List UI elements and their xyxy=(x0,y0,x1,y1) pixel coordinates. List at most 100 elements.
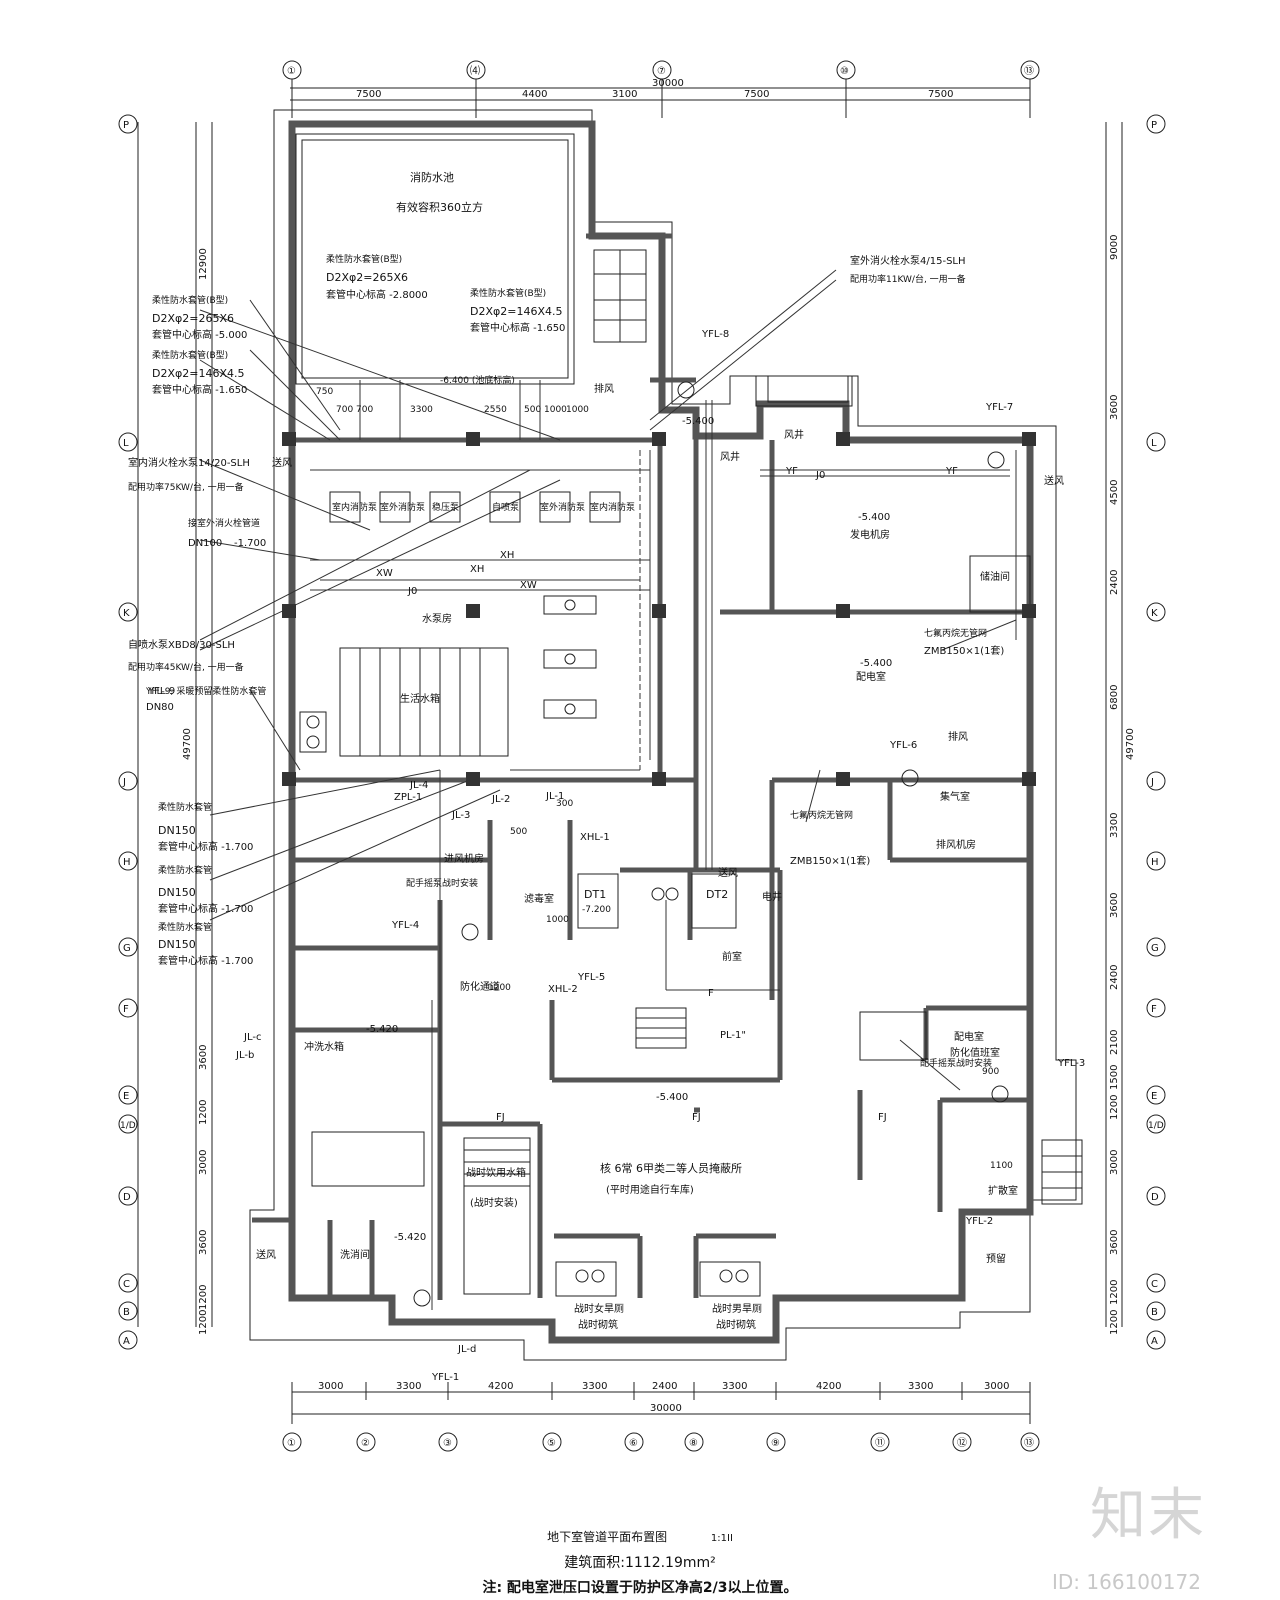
room-supply-1: 送风 xyxy=(272,456,292,469)
room-reserve: 预留 xyxy=(986,1252,1006,1265)
axis-right: E xyxy=(1151,1091,1157,1102)
right-dim: 3600 xyxy=(1109,395,1120,420)
room-power-2: 配电室 xyxy=(954,1030,984,1043)
note-a9-title: YFL-9; 采暖预留柔性防水套管 xyxy=(145,685,266,697)
tag-yfl-9: YFL-9 xyxy=(147,686,175,697)
pump-label: 室内消防泵 xyxy=(590,501,635,513)
tag-yfl-7: YFL-7 xyxy=(985,402,1013,413)
note-a13-title: 七氟丙烷无管网 xyxy=(924,627,987,639)
tag-jl-2: JL-2 xyxy=(491,794,510,805)
right-axes: P L K J H G F E 1/D D C B A 9000 3600 45… xyxy=(1105,114,1166,1350)
room-shelter: 核 6常 6甲类二等人员掩蔽所 xyxy=(600,1161,742,1175)
dim: 1100 xyxy=(990,1161,1013,1171)
pump-label: 室外消防泵 xyxy=(380,501,425,513)
axis-right: J xyxy=(1150,777,1154,788)
note-a11-elev: 套管中心标高 -1.700 xyxy=(158,902,253,915)
room-male-wc: 战时男旱厕 xyxy=(712,1303,762,1315)
room-drinking-tank-sub: (战时安装) xyxy=(470,1196,518,1209)
axis-right: B xyxy=(1151,1307,1158,1318)
level: -5.420 xyxy=(366,1024,398,1035)
right-dim: 3300 xyxy=(1109,813,1120,838)
axis-top: ⑷ xyxy=(470,64,480,77)
room-supply-4: 送风 xyxy=(718,866,738,879)
axis-left: F xyxy=(123,1004,129,1015)
room-exhaust-2: 排风 xyxy=(948,730,968,743)
tag-yf: YF xyxy=(785,466,798,477)
room-exhaust-fan: 排风机房 xyxy=(936,838,976,851)
level: -5.400 xyxy=(860,658,892,669)
room-domestic-tank: 生活水箱 xyxy=(400,692,440,705)
tag-yfl-6: YFL-6 xyxy=(889,740,917,751)
note-a3-spec: D2Xφ2=265X6 xyxy=(326,271,408,284)
note-a4-elev: 套管中心标高 -1.650 xyxy=(470,321,565,334)
room-drinking-tank: 战时饮用水箱 xyxy=(466,1166,526,1179)
room-supply-3: 送风 xyxy=(256,1248,276,1261)
room-filter: 滤毒室 xyxy=(524,892,554,905)
note-a7-dn: DN100 xyxy=(188,538,222,549)
room-shaft-2: 风井 xyxy=(784,428,804,441)
top-dim: 7500 xyxy=(744,89,769,100)
note-a15: 配手摇泵战时安装 xyxy=(406,877,478,889)
room-front: 前室 xyxy=(722,950,742,963)
walls xyxy=(252,120,1034,1344)
dim: 2550 xyxy=(484,405,507,415)
note-a13-spec: ZMB150×1(1套) xyxy=(924,644,1004,657)
tag-xw: XW xyxy=(376,568,393,579)
room-flush-tank: 冲洗水箱 xyxy=(304,1040,344,1053)
tag-jl-3: JL-3 xyxy=(451,810,470,821)
pipe-tags: YFL-1 YFL-2 YFL-3 YFL-4 YFL-5 YFL-6 YFL-… xyxy=(147,329,1085,1383)
room-female-wc-build: 战时砌筑 xyxy=(578,1318,618,1331)
level: -5.420 xyxy=(394,1232,426,1243)
note-a2-elev: 套管中心标高 -1.650 xyxy=(152,383,247,396)
top-dim: 4400 xyxy=(522,89,547,100)
pump-units xyxy=(299,381,1009,1307)
room-expand: 扩散室 xyxy=(988,1184,1018,1197)
note-a6-title: 室内消火栓水泵14/20-SLH xyxy=(128,456,250,469)
room-power: 配电室 xyxy=(856,670,886,683)
bottom-total: 30000 xyxy=(650,1403,682,1414)
tag-yf-2: YF xyxy=(945,466,958,477)
drawing-title: 地下室管道平面布置图 xyxy=(547,1530,668,1544)
dim: 1000 xyxy=(546,915,569,925)
note-a7-elev: -1.700 xyxy=(234,538,266,549)
annotations: 柔性防水套管(B型) D2Xφ2=265X6 套管中心标高 -5.000 柔性防… xyxy=(128,253,1004,1069)
axis-bottom: ① xyxy=(287,1438,296,1449)
dim: 900 xyxy=(982,1067,999,1077)
axis-right: P xyxy=(1151,120,1157,131)
axis-left: P xyxy=(123,120,129,131)
tag-yfl-4: YFL-4 xyxy=(391,920,419,931)
dim: 3300 xyxy=(410,405,433,415)
bottom-dim: 3300 xyxy=(396,1381,421,1392)
axis-left: C xyxy=(123,1279,130,1290)
right-dim: 3600 xyxy=(1109,893,1120,918)
xhl-1: XHL-1 xyxy=(580,832,610,843)
pump-label: 室内消防泵 xyxy=(332,501,377,513)
axis-top: ⑦ xyxy=(657,66,666,77)
left-axes: P L K J H G F E 1/D D C B A 12900 3600 1… xyxy=(118,114,213,1350)
axis-left: K xyxy=(123,608,130,619)
room-oil: 储油间 xyxy=(980,570,1010,583)
axis-right: G xyxy=(1151,943,1159,954)
tag-jl-d: JL-d xyxy=(457,1344,476,1355)
note-a12-title: 柔性防水套管 xyxy=(158,921,212,933)
note-a2-spec: D2Xφ2=146X4.5 xyxy=(152,367,245,380)
elevator-dt1-elev: -7.200 xyxy=(582,905,611,915)
tag-yfl-2: YFL-2 xyxy=(965,1216,993,1227)
tag-fj-2: FJ xyxy=(692,1112,701,1123)
axis-right: H xyxy=(1151,857,1159,868)
note-a8-title: 自喷水泵XBD8/30-SLH xyxy=(128,638,235,651)
note-a5-title: 室外消火栓水泵4/15-SLH xyxy=(850,254,966,267)
axis-right: D xyxy=(1151,1192,1159,1203)
tag-jl-b: JL-b xyxy=(235,1050,254,1061)
note-a6-power: 配用功率75KW/台, 一用一备 xyxy=(128,481,244,493)
drawing-note: 注: 配电室泄压口设置于防护区净高2/3以上位置。 xyxy=(482,1580,798,1596)
area-label: 建筑面积: xyxy=(564,1555,625,1571)
tag-f: F xyxy=(708,988,714,999)
level: -5.400 xyxy=(858,512,890,523)
top-dim: 7500 xyxy=(356,89,381,100)
note-a14-spec: ZMB150×1(1套) xyxy=(790,854,870,867)
note-a8-power: 配用功率45KW/台, 一用一备 xyxy=(128,661,244,673)
axis-bottom: ⑤ xyxy=(547,1438,556,1449)
drawing-title-row: 地下室管道平面布置图 1:1II xyxy=(0,1528,1280,1545)
right-dim: 1200 xyxy=(1109,1280,1120,1305)
